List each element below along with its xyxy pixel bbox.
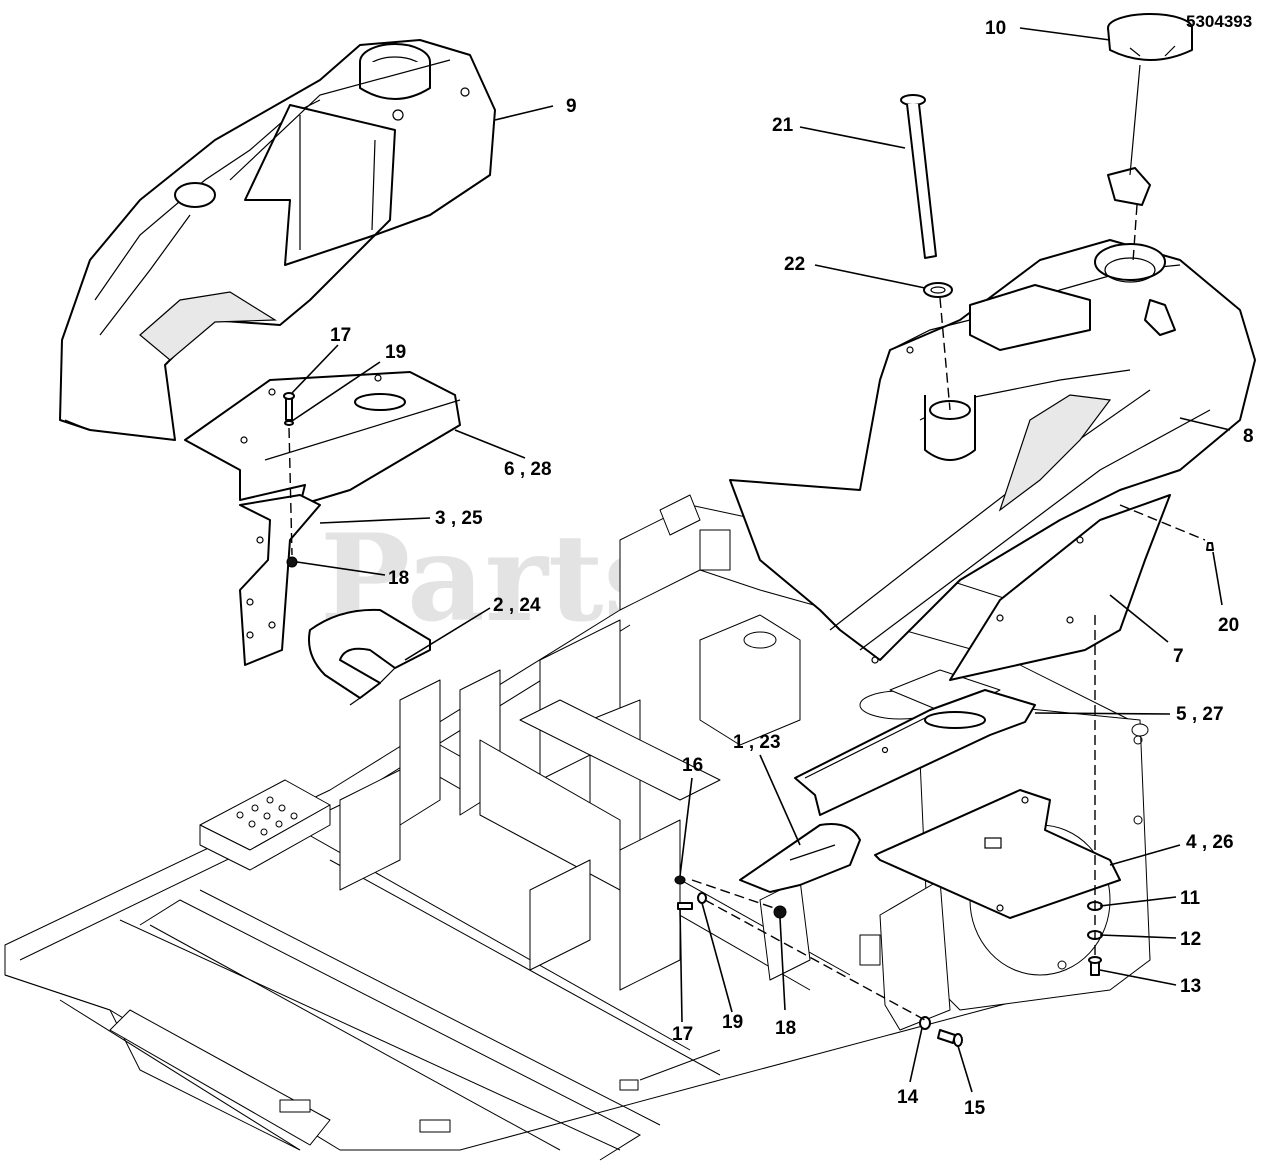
callout-21: 21 [772,115,794,136]
callout-19-left: 19 [385,342,406,363]
callout-19-lower: 19 [722,1012,743,1033]
callout-4-26: 4 , 26 [1186,832,1234,853]
callout-17-left: 17 [330,325,351,346]
fuel-gauge [900,94,937,259]
callout-18-lower: 18 [775,1018,796,1039]
callout-5-27: 5 , 27 [1176,704,1224,725]
callout-15: 15 [964,1098,986,1119]
callout-2-24: 2 , 24 [493,595,541,616]
grommet [923,282,953,298]
callout-20: 20 [1218,615,1239,636]
callout-18-left: 18 [388,568,409,589]
callout-12: 12 [1180,929,1201,950]
callout-14: 14 [897,1087,919,1108]
left-vertical-bracket [239,494,321,666]
leader-lines [291,27,1231,1093]
center-u-clip [739,823,861,893]
document-number: 5304393 [1186,12,1252,31]
left-u-clip [308,608,431,706]
right-mounting-plate [874,789,1121,919]
assembly-lines [288,204,1206,1021]
fuel-cap [1107,13,1193,61]
right-side-panel [949,494,1171,681]
callout-1-23: 1 , 23 [733,732,781,753]
callout-9: 9 [566,96,577,117]
callout-10: 10 [985,18,1006,39]
callout-17-lower: 17 [672,1024,693,1045]
callout-16: 16 [682,755,703,776]
callout-22: 22 [784,254,805,275]
callout-3-25: 3 , 25 [435,508,483,529]
right-fender-console [729,239,1256,664]
callout-6-28: 6 , 28 [504,459,552,480]
callout-8: 8 [1243,426,1254,447]
callout-13: 13 [1180,976,1201,997]
left-upper-plate [184,371,461,506]
callout-7: 7 [1173,646,1184,667]
left-fender-console [59,39,496,441]
callout-11: 11 [1180,888,1201,909]
cap-retainer [1107,64,1151,206]
right-channel-bracket [794,689,1036,816]
